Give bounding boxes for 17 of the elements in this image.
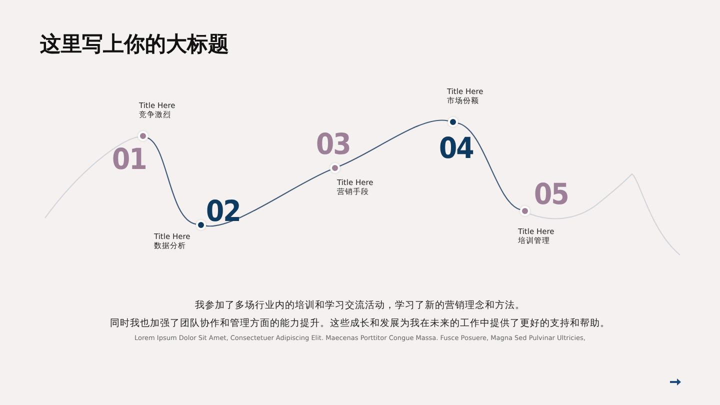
step-number: 01 [112, 145, 146, 174]
step-number: 03 [316, 130, 350, 159]
step-number: 04 [439, 134, 474, 163]
curve-line [458, 122, 520, 210]
point-dot [520, 206, 530, 216]
body-text: 同时我也加强了团队协作和管理方面的能力提升。这些成长和发展为我在未来的工作中提供了更好的支持和帮助。 [109, 317, 611, 330]
curve-line [147, 137, 196, 225]
curve-line [339, 120, 448, 167]
point-dot [448, 117, 458, 127]
curve-line [206, 169, 331, 226]
step-number: 05 [534, 180, 568, 209]
point-dot [196, 220, 206, 230]
point-dot [330, 163, 340, 173]
slide-title: 这里写上你的大标题 [40, 30, 229, 58]
step-number: 02 [206, 197, 240, 226]
point-dot [138, 131, 148, 141]
body-text: 我参加了多场行业内的培训和学习交流活动，学习了新的营销理念和方法。 [194, 299, 526, 312]
